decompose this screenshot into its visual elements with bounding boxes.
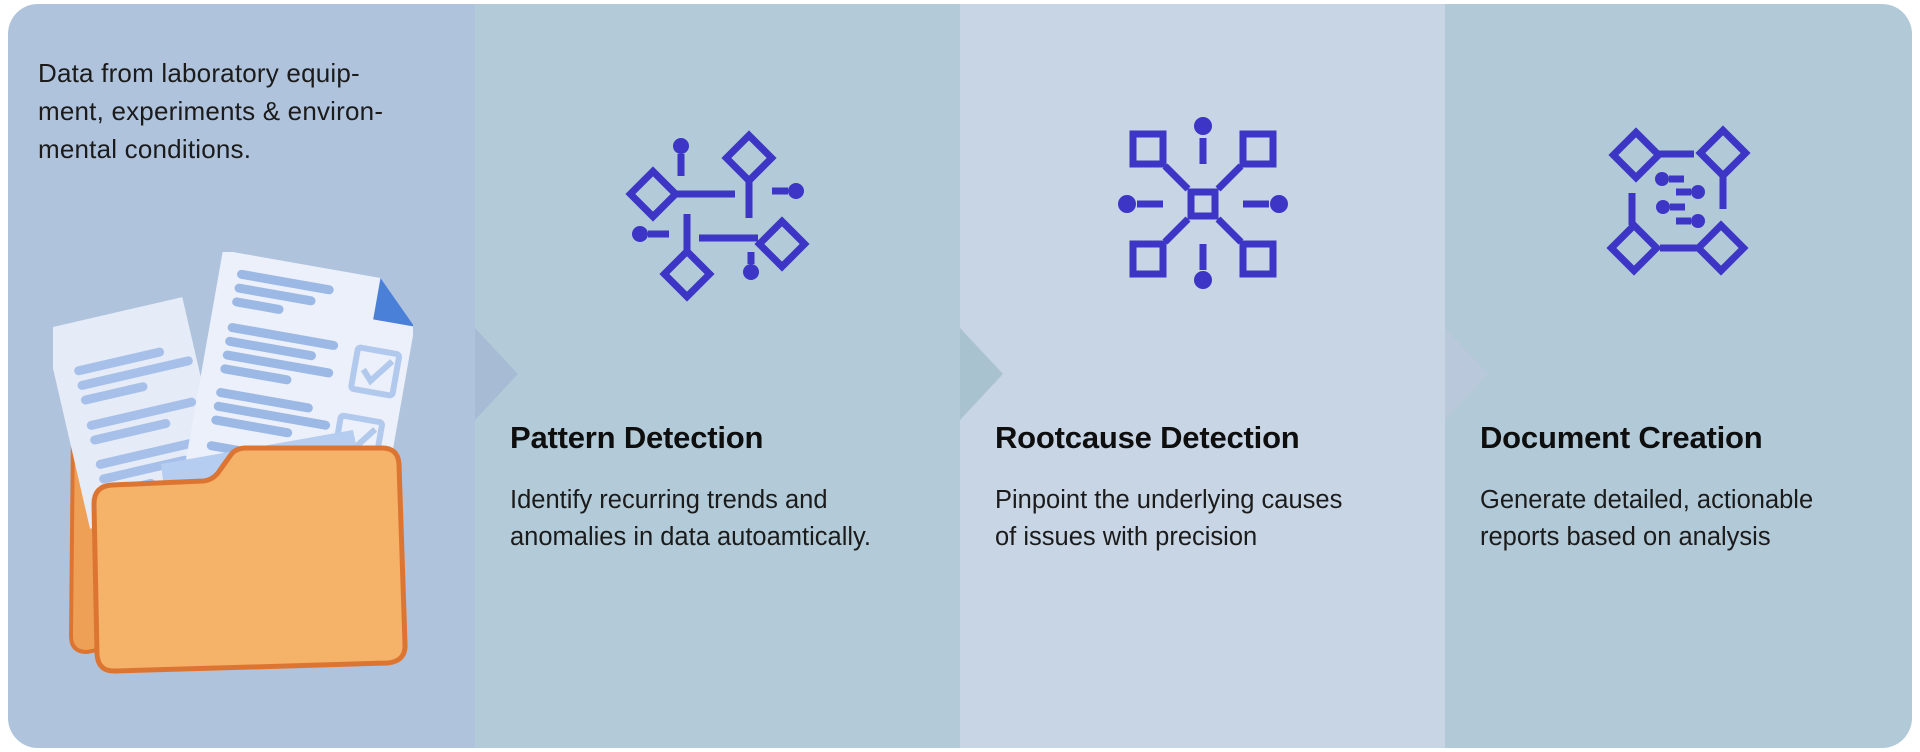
step-title: Document Creation [1480,420,1763,455]
checkbox-checked-icon [348,344,403,399]
panel-document-creation: Document Creation Generate detailed, act… [1445,4,1912,748]
data-input-description: Data from laboratory equip- ment, experi… [38,58,384,164]
paper-fold-corner [373,278,413,327]
step-title: Rootcause Detection [995,420,1300,455]
network-diamonds-icon [624,130,810,302]
step-description: Pinpoint the underlying causes of issues… [995,486,1343,551]
panel-pattern-detection: Pattern Detection Identify recurring tre… [475,4,960,748]
diamond-list-icon [1605,125,1751,276]
step-description: Identify recurring trends and anomalies … [510,486,871,551]
folder-front [91,445,408,674]
panel-data-input: Data from laboratory equip- ment, experi… [8,4,475,748]
step-description: Generate detailed, actionable reports ba… [1480,486,1814,551]
radial-nodes-icon [1117,117,1288,289]
panel-rootcause-detection: Rootcause Detection Pinpoint the underly… [960,4,1445,748]
step-title: Pattern Detection [510,420,764,455]
folder-documents-illustration [53,252,413,674]
